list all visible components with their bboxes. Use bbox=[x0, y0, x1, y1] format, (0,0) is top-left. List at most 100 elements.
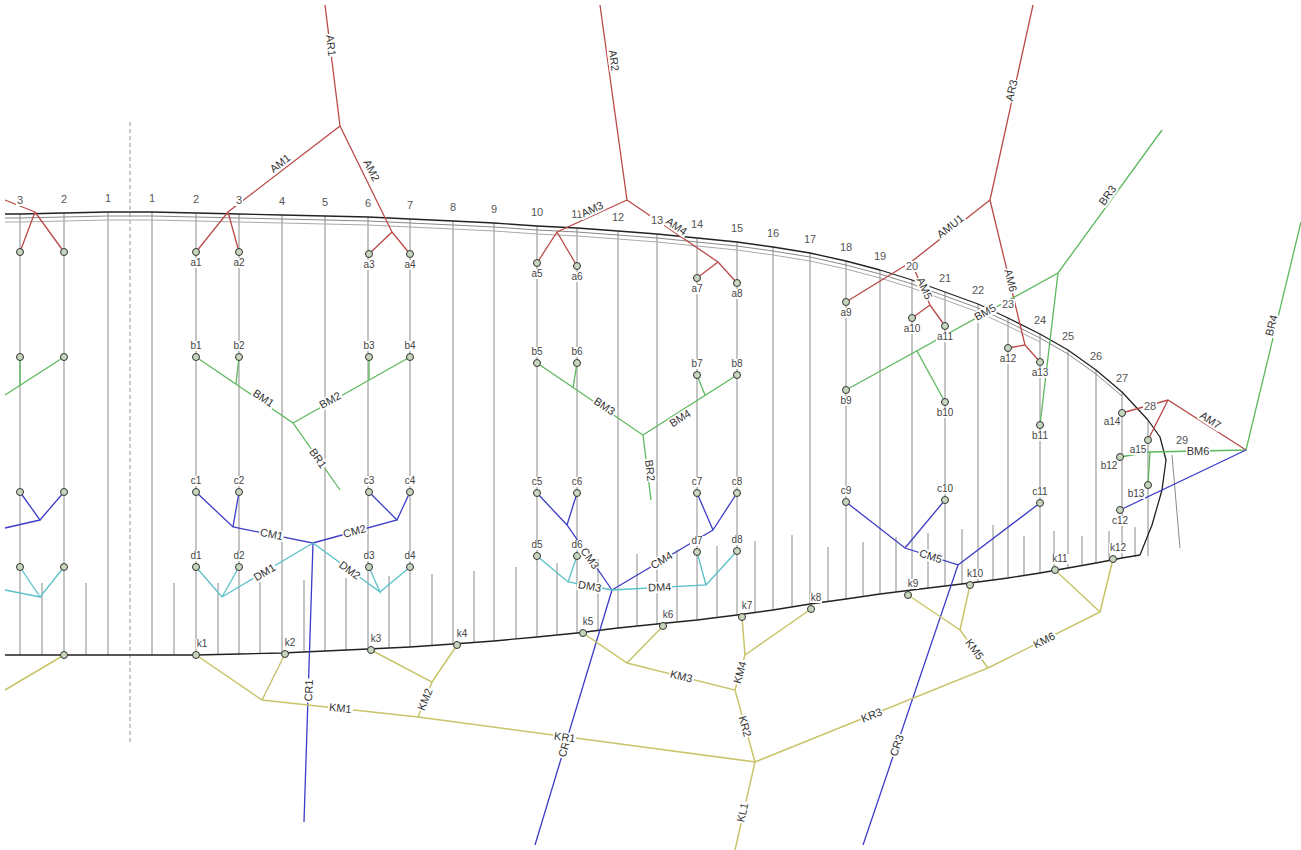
attachment-point bbox=[366, 251, 373, 258]
point-label: k1 bbox=[196, 639, 209, 649]
main-ribs bbox=[20, 212, 1180, 655]
attachment-point bbox=[580, 630, 587, 637]
point-label: a9 bbox=[839, 308, 852, 318]
attachment-point bbox=[193, 564, 200, 571]
point-label: k12 bbox=[1109, 543, 1127, 553]
attachment-point bbox=[61, 354, 68, 361]
attachment-point bbox=[366, 564, 373, 571]
point-label: a6 bbox=[570, 272, 583, 282]
attachment-point bbox=[534, 490, 541, 497]
attachment-point bbox=[967, 582, 974, 589]
rib-number: 2 bbox=[192, 194, 200, 205]
rib-number: 1 bbox=[104, 193, 112, 204]
point-label: a3 bbox=[362, 260, 375, 270]
rib-number: 6 bbox=[364, 198, 372, 209]
attachment-point bbox=[574, 360, 581, 367]
rib-number: 24 bbox=[1033, 315, 1047, 326]
point-label: a2 bbox=[232, 258, 245, 268]
point-label: c11 bbox=[1031, 487, 1048, 497]
point-label: c3 bbox=[363, 476, 376, 486]
point-label: a7 bbox=[690, 284, 703, 294]
point-label: c12 bbox=[1111, 516, 1129, 526]
point-label: k10 bbox=[966, 569, 984, 579]
rib-number: 19 bbox=[873, 251, 887, 262]
attachment-point bbox=[942, 399, 949, 406]
line-label: BM2 bbox=[317, 389, 344, 411]
rib-number: 8 bbox=[449, 202, 457, 213]
attachment-point bbox=[534, 553, 541, 560]
point-label: d2 bbox=[232, 551, 245, 561]
line-label: BR4 bbox=[1264, 312, 1280, 337]
point-label: k9 bbox=[907, 579, 920, 589]
line-label: KM3 bbox=[668, 668, 695, 685]
line-label: CM4 bbox=[648, 549, 675, 571]
point-label: b1 bbox=[189, 341, 202, 351]
point-label: a8 bbox=[730, 289, 743, 299]
attachment-point bbox=[1145, 482, 1152, 489]
point-label: a14 bbox=[1103, 417, 1122, 427]
ribs bbox=[20, 212, 1180, 655]
point-label: b13 bbox=[1127, 489, 1146, 499]
attachment-point bbox=[407, 489, 414, 496]
attachment-point bbox=[236, 564, 243, 571]
line-label: BM3 bbox=[591, 395, 618, 418]
point-label: c7 bbox=[691, 477, 704, 487]
line-label: CR3 bbox=[888, 732, 906, 758]
line-label: BR2 bbox=[643, 458, 657, 483]
point-label: b10 bbox=[936, 408, 955, 418]
c-lines bbox=[5, 450, 1246, 845]
point-label: d8 bbox=[730, 535, 743, 545]
line-label: DM4 bbox=[647, 581, 673, 593]
line-label: AR3 bbox=[1004, 77, 1020, 102]
point-label: b5 bbox=[530, 347, 543, 357]
line-label: CM1 bbox=[259, 526, 286, 542]
rib-number: 29 bbox=[1175, 435, 1189, 446]
attachment-point bbox=[193, 489, 200, 496]
attachment-point bbox=[909, 315, 916, 322]
rib-number: 14 bbox=[690, 219, 704, 230]
attachment-point bbox=[905, 592, 912, 599]
point-label: c4 bbox=[404, 476, 417, 486]
line-label: AM5 bbox=[914, 275, 934, 302]
rib-number: 5 bbox=[321, 197, 329, 208]
attachment-point bbox=[534, 360, 541, 367]
attachment-point bbox=[193, 652, 200, 659]
line-label: AR2 bbox=[607, 48, 621, 73]
point-label: k7 bbox=[741, 601, 754, 611]
attachment-point bbox=[694, 490, 701, 497]
leading-edge-inner bbox=[5, 220, 1040, 342]
point-label: d5 bbox=[530, 540, 543, 550]
point-label: a4 bbox=[403, 260, 416, 270]
rib-number: 18 bbox=[839, 242, 853, 253]
rib-number: 3 bbox=[235, 195, 243, 206]
point-label: c10 bbox=[936, 484, 954, 494]
attachment-point bbox=[694, 275, 701, 282]
line-label: KR2 bbox=[736, 713, 753, 739]
rib-number: 7 bbox=[406, 200, 414, 211]
line-label: KM5 bbox=[962, 636, 985, 662]
attachment-point bbox=[282, 651, 289, 658]
point-label: b11 bbox=[1031, 431, 1049, 441]
rib-number: 25 bbox=[1061, 331, 1075, 342]
line-label: KM6 bbox=[1031, 630, 1058, 651]
attachment-point bbox=[61, 564, 68, 571]
rib-number: 27 bbox=[1115, 373, 1129, 384]
rib-number: 20 bbox=[905, 261, 919, 272]
b-lines bbox=[5, 130, 1301, 500]
attachment-point bbox=[694, 549, 701, 556]
rib-number: 2 bbox=[60, 194, 68, 205]
attachment-point bbox=[1005, 345, 1012, 352]
point-label: c2 bbox=[233, 476, 246, 486]
attachment-point bbox=[236, 249, 243, 256]
rib-number: 26 bbox=[1089, 351, 1103, 362]
line-label: BM6 bbox=[1186, 446, 1211, 457]
rib-number: 3 bbox=[16, 195, 24, 206]
point-label: k5 bbox=[582, 617, 595, 627]
attachment-point bbox=[694, 372, 701, 379]
point-label: d1 bbox=[189, 551, 202, 561]
attachment-point bbox=[236, 489, 243, 496]
rib-number: 10 bbox=[530, 207, 544, 218]
attachment-point bbox=[808, 606, 815, 613]
attachment-point bbox=[942, 497, 949, 504]
